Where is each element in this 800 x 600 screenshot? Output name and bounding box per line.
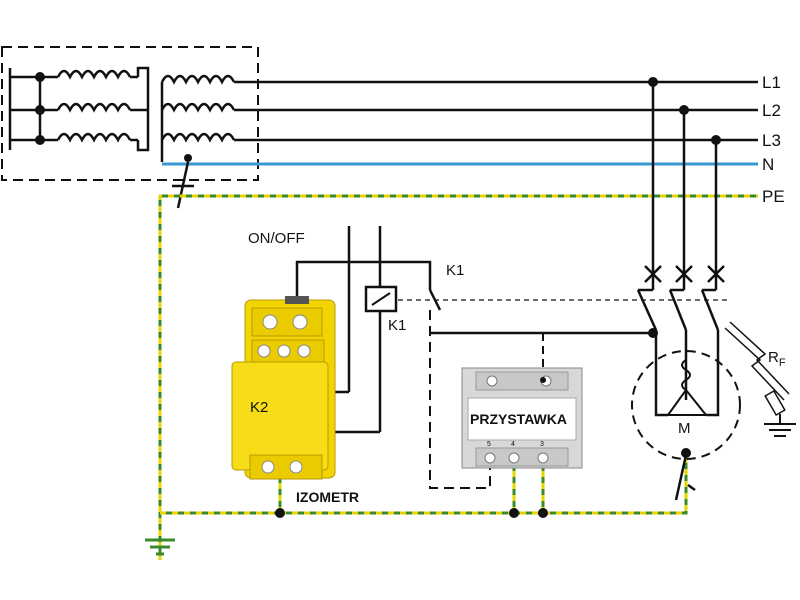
k1-to-przystawka — [429, 310, 491, 489]
motor-node — [681, 448, 691, 458]
label-terminal-4: 4 — [511, 441, 515, 448]
pe-node — [275, 508, 285, 518]
bus-node — [35, 72, 45, 82]
label-n: N — [762, 155, 774, 174]
label-rf: RF — [768, 349, 786, 369]
pe-switch — [674, 454, 688, 501]
phase-node — [711, 135, 721, 145]
label-izometr: IZOMETR — [296, 489, 359, 505]
label-terminal-3: 3 — [540, 441, 544, 448]
motor-windings — [667, 359, 707, 416]
phase-lines — [234, 80, 758, 142]
source-enclosure — [1, 46, 259, 181]
phase-node — [648, 77, 658, 87]
pe-node — [538, 508, 548, 518]
primary-windings — [8, 66, 150, 152]
contactor-contacts — [636, 289, 720, 417]
przystawka-device — [461, 367, 583, 469]
earth-symbol — [145, 538, 175, 556]
label-pe: PE — [762, 187, 785, 206]
label-l3: L3 — [762, 131, 781, 150]
label-terminal-5: 5 — [487, 441, 491, 448]
bus-node — [35, 135, 45, 145]
label-on-off: ON/OFF — [248, 230, 305, 247]
contactor-marks — [638, 265, 725, 292]
bus-node — [35, 105, 45, 115]
phase-node — [679, 105, 689, 115]
pe-node — [509, 508, 519, 518]
label-k1-coil: K1 — [388, 317, 406, 334]
motor-enclosure — [631, 350, 741, 460]
rf-resistor — [764, 389, 786, 417]
pe-line — [158, 194, 758, 560]
label-k2: K2 — [250, 399, 268, 416]
fault-lightning — [724, 327, 785, 401]
label-przystawka: PRZYSTAWKA — [470, 411, 567, 427]
neutral-node — [184, 154, 192, 162]
rf-earth — [764, 414, 796, 437]
label-k1-contact: K1 — [446, 262, 464, 279]
przystawka-node — [540, 377, 546, 383]
label-motor: M — [678, 420, 691, 437]
izometr-device — [231, 296, 336, 480]
label-l2: L2 — [762, 101, 781, 120]
secondary-windings — [160, 74, 236, 162]
phase-drops — [651, 82, 718, 290]
label-l1: L1 — [762, 73, 781, 92]
